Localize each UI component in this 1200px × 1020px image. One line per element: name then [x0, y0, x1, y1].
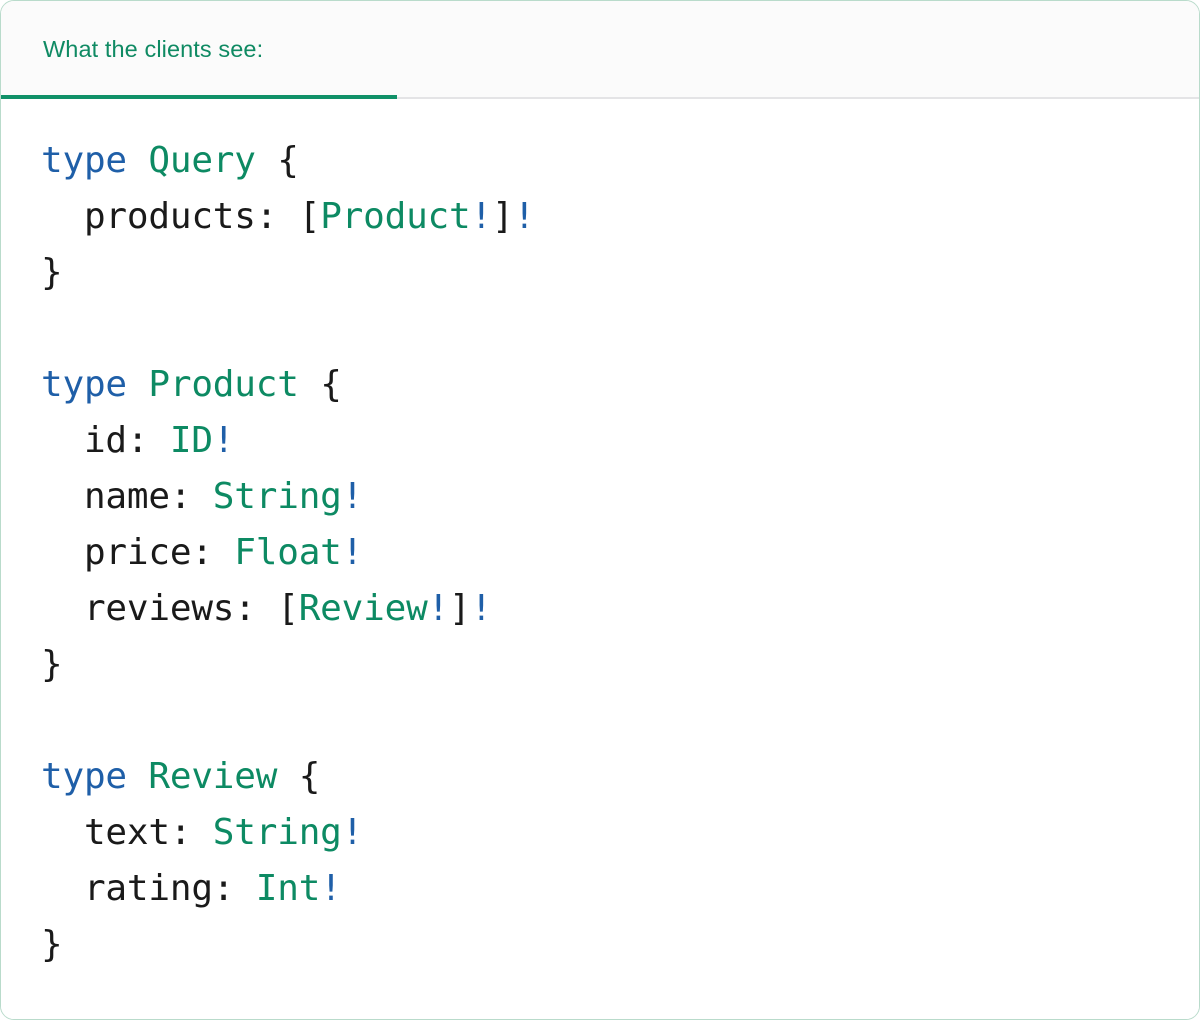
code-line: type Product { — [41, 357, 1199, 413]
code-token: } — [41, 644, 63, 685]
code-token: Int — [255, 868, 321, 909]
code-token: ID — [169, 420, 213, 461]
code-token: Product — [148, 364, 299, 405]
code-token: } — [41, 252, 63, 293]
code-token: String — [212, 812, 342, 853]
tab-what-the-clients-see[interactable]: What the clients see: — [1, 1, 397, 99]
code-token: [ — [298, 196, 321, 237]
code-token: } — [41, 924, 63, 965]
code-token: products: — [83, 196, 299, 237]
code-line: } — [41, 917, 1199, 973]
code-line: name: String! — [41, 469, 1199, 525]
code-token: String — [212, 476, 342, 517]
code-token: Query — [148, 140, 256, 181]
code-token: ! — [427, 588, 450, 629]
code-token: text: — [83, 812, 213, 853]
tab-label: What the clients see: — [43, 35, 264, 62]
code-token: Review — [148, 756, 278, 797]
code-token: ] — [449, 588, 471, 629]
code-token: type — [41, 756, 127, 797]
code-line: price: Float! — [41, 525, 1199, 581]
code-line: } — [41, 245, 1199, 301]
code-token: { — [277, 756, 321, 797]
code-line: products: [Product!]! — [41, 189, 1199, 245]
code-token: reviews: — [83, 588, 278, 629]
code-token: ! — [341, 812, 364, 853]
code-line-blank — [41, 301, 1199, 357]
code-area: type Query { products: [Product!]!} type… — [1, 99, 1199, 1019]
tab-active-underline — [1, 95, 397, 99]
code-token: ! — [212, 420, 235, 461]
code-line: } — [41, 637, 1199, 693]
code-token: rating: — [83, 868, 256, 909]
code-token: { — [255, 140, 299, 181]
code-line: type Review { — [41, 749, 1199, 805]
code-token: type — [41, 140, 127, 181]
code-token: [ — [277, 588, 299, 629]
code-token: ! — [470, 588, 493, 629]
code-token: Product — [320, 196, 471, 237]
code-line: id: ID! — [41, 413, 1199, 469]
code-token: Review — [298, 588, 428, 629]
tab-bar: What the clients see: — [1, 1, 1199, 99]
code-line: reviews: [Review!]! — [41, 581, 1199, 637]
code-token: ! — [341, 476, 364, 517]
code-token: Float — [234, 532, 342, 573]
code-line: rating: Int! — [41, 861, 1199, 917]
code-token: ! — [513, 196, 535, 237]
code-token — [127, 140, 148, 181]
code-token: ! — [470, 196, 493, 237]
code-token — [127, 364, 148, 405]
code-token — [127, 756, 148, 797]
code-token: price: — [83, 532, 235, 573]
code-token: ] — [492, 196, 514, 237]
code-token: type — [41, 364, 127, 405]
code-line: type Query { — [41, 133, 1199, 189]
code-token: ! — [341, 532, 364, 573]
code-token: name: — [83, 476, 213, 517]
code-token: { — [298, 364, 342, 405]
code-line: text: String! — [41, 805, 1199, 861]
code-token: id: — [83, 420, 170, 461]
code-line-blank — [41, 693, 1199, 749]
code-token: ! — [320, 868, 342, 909]
graphql-schema-code[interactable]: type Query { products: [Product!]!} type… — [1, 133, 1199, 973]
